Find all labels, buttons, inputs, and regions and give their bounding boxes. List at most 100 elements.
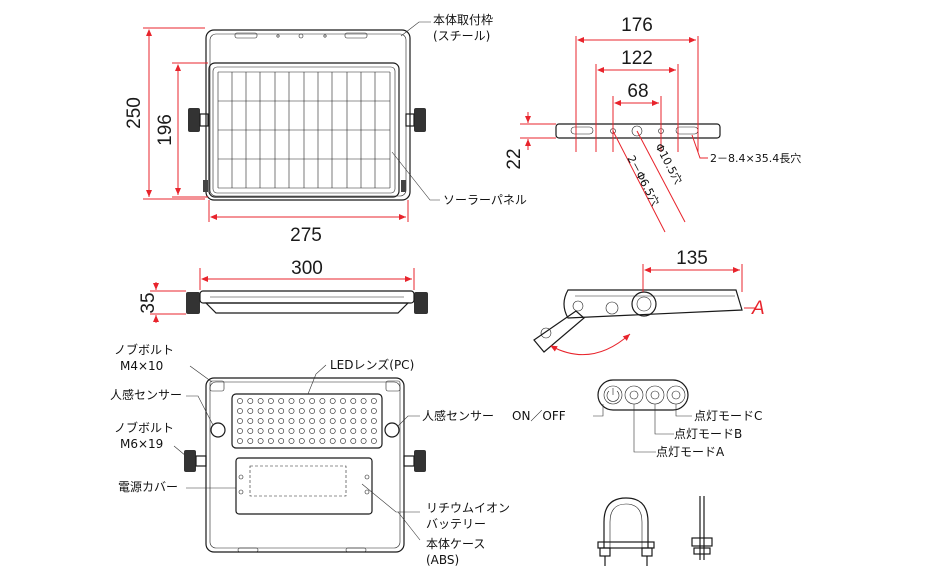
label-mount-frame: 本体取付枠: [433, 13, 493, 27]
led-cell: [329, 418, 336, 424]
solar-panel-grid: [217, 71, 391, 189]
led-cell: [298, 398, 305, 404]
led-cell: [288, 438, 295, 444]
front-view: [188, 29, 426, 201]
led-cell: [288, 408, 295, 414]
led-cell: [288, 428, 295, 434]
led-cell: [309, 438, 315, 444]
dim-122: 122: [621, 48, 653, 69]
led-cell: [360, 408, 367, 414]
led-cell: [278, 408, 285, 414]
mode-b-button-icon: [645, 385, 665, 405]
led-cell: [257, 418, 264, 424]
led-cell: [298, 418, 305, 424]
led-cell: [319, 408, 326, 414]
led-cell: [267, 428, 274, 434]
dim-250: 250: [124, 97, 145, 129]
led-cell: [257, 398, 264, 404]
led-cell: [237, 428, 243, 434]
battery-cover: [235, 457, 373, 515]
label-mode-a: 点灯モードA: [656, 445, 725, 459]
led-cell: [298, 428, 305, 434]
led-cell: [247, 438, 254, 444]
back-view: [184, 377, 426, 553]
led-cell: [370, 418, 377, 424]
led-cell: [247, 408, 254, 414]
dim-22: 22: [504, 148, 525, 169]
control-panel: [597, 379, 689, 411]
led-cell: [309, 418, 315, 424]
led-cell: [278, 418, 285, 424]
label-slot-holes: 2－8.4×35.4長穴: [710, 151, 801, 165]
label-battery-2: バッテリー: [426, 517, 486, 531]
dim-176: 176: [621, 15, 653, 36]
angle-view: [533, 289, 743, 353]
led-cell: [340, 438, 346, 444]
label-body-case: 本体ケース: [426, 537, 485, 551]
label-knob-bolt-m4: ノブボルト: [114, 342, 174, 357]
dim-35: 35: [138, 292, 159, 313]
u-bolt-side: [691, 496, 713, 560]
led-cell: [278, 398, 285, 404]
side-dimensions: 300 35: [138, 258, 415, 323]
dim-275: 275: [290, 225, 322, 246]
led-cell: [309, 398, 315, 404]
led-cell: [370, 398, 377, 404]
label-knob-bolt-m4-size: M4×10: [120, 359, 163, 373]
led-cell: [329, 398, 336, 404]
side-view: [186, 290, 428, 314]
angle-dimensions: 135 A: [550, 248, 765, 356]
led-cell: [340, 398, 346, 404]
led-cell: [350, 398, 357, 404]
led-cell: [278, 438, 285, 444]
led-cell: [298, 408, 305, 414]
led-cell: [329, 408, 336, 414]
led-cell: [288, 398, 295, 404]
led-cell: [370, 428, 377, 434]
led-lens: [231, 393, 383, 449]
label-mount-frame-material: (スチール): [433, 29, 490, 43]
led-cell: [340, 428, 346, 434]
led-cell: [309, 408, 315, 414]
label-mode-c: 点灯モードC: [694, 409, 762, 423]
knob-right: [405, 108, 426, 132]
dim-135: 135: [676, 248, 708, 269]
mode-c-button-icon: [666, 385, 686, 405]
dim-300: 300: [291, 258, 323, 279]
led-cell: [319, 418, 326, 424]
led-cell: [340, 408, 346, 414]
led-cell: [360, 418, 367, 424]
label-battery: リチウムイオン: [426, 501, 510, 515]
led-cell: [360, 398, 367, 404]
led-cell: [360, 428, 367, 434]
led-cell: [319, 428, 326, 434]
control-leaders: ON／OFF 点灯モードC 点灯モードB 点灯モードA: [512, 404, 762, 459]
led-cell: [370, 438, 377, 444]
led-cell: [360, 438, 367, 444]
led-cell: [329, 428, 336, 434]
led-cell: [237, 438, 243, 444]
dim-angle-a: A: [751, 298, 765, 319]
led-cell: [247, 398, 254, 404]
led-cell: [309, 428, 315, 434]
label-body-case-material: (ABS): [426, 553, 459, 567]
led-cell: [267, 398, 274, 404]
dim-68: 68: [627, 81, 648, 102]
front-dimensions: 250 196 275: [124, 27, 409, 246]
led-cell: [267, 438, 274, 444]
led-cell: [237, 398, 243, 404]
led-cell: [350, 438, 357, 444]
label-mode-b: 点灯モードB: [674, 427, 742, 441]
led-cell: [340, 418, 346, 424]
label-knob-bolt-m6-size: M6×19: [120, 437, 163, 451]
led-cell: [350, 428, 357, 434]
led-cell: [319, 398, 326, 404]
led-cell: [267, 408, 274, 414]
led-cell: [267, 418, 274, 424]
led-cell: [237, 408, 243, 414]
led-cell: [329, 438, 336, 444]
power-button-icon: [603, 385, 623, 405]
label-sensor-right: 人感センサー: [422, 408, 494, 423]
u-bolt: [597, 497, 655, 566]
